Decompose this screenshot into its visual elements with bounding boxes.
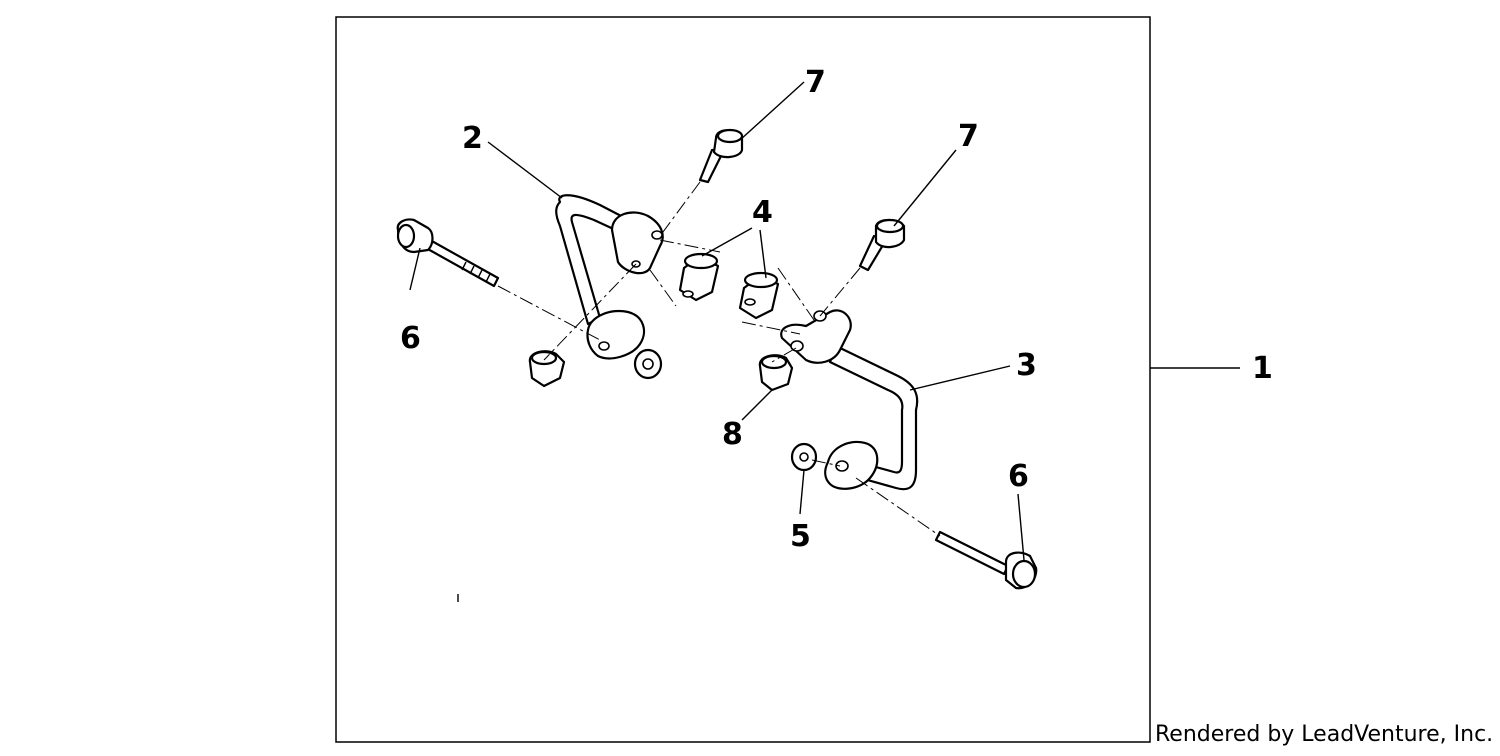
nut-right	[758, 354, 794, 392]
bolt-upper-right	[858, 218, 906, 272]
callout-6-left: 6	[400, 321, 421, 356]
callout-8: 8	[722, 417, 743, 452]
assembly-lines	[497, 181, 941, 537]
bolt-right	[934, 530, 1038, 590]
callout-5: 5	[790, 519, 811, 554]
callout-7-right: 7	[958, 119, 979, 154]
guard-bar-left	[555, 194, 664, 360]
bolt-left	[396, 218, 500, 288]
callout-7-left: 7	[805, 65, 826, 100]
washer-right	[790, 442, 818, 472]
spacer-left	[678, 252, 720, 302]
washer-left	[633, 348, 663, 380]
render-credit: Rendered by LeadVenture, Inc.	[1155, 722, 1494, 747]
leader-lines	[409, 81, 1025, 561]
spacer-right	[738, 271, 780, 320]
callout-1: 1	[1252, 351, 1273, 386]
diagram-frame	[335, 16, 1151, 743]
bolt-upper-left	[698, 128, 744, 184]
callout-2: 2	[462, 121, 483, 156]
callout-3: 3	[1016, 348, 1037, 383]
nut-left	[528, 350, 566, 388]
callout-4: 4	[752, 195, 773, 230]
guard-bar-right	[780, 309, 919, 491]
callout-6-right: 6	[1008, 459, 1029, 494]
